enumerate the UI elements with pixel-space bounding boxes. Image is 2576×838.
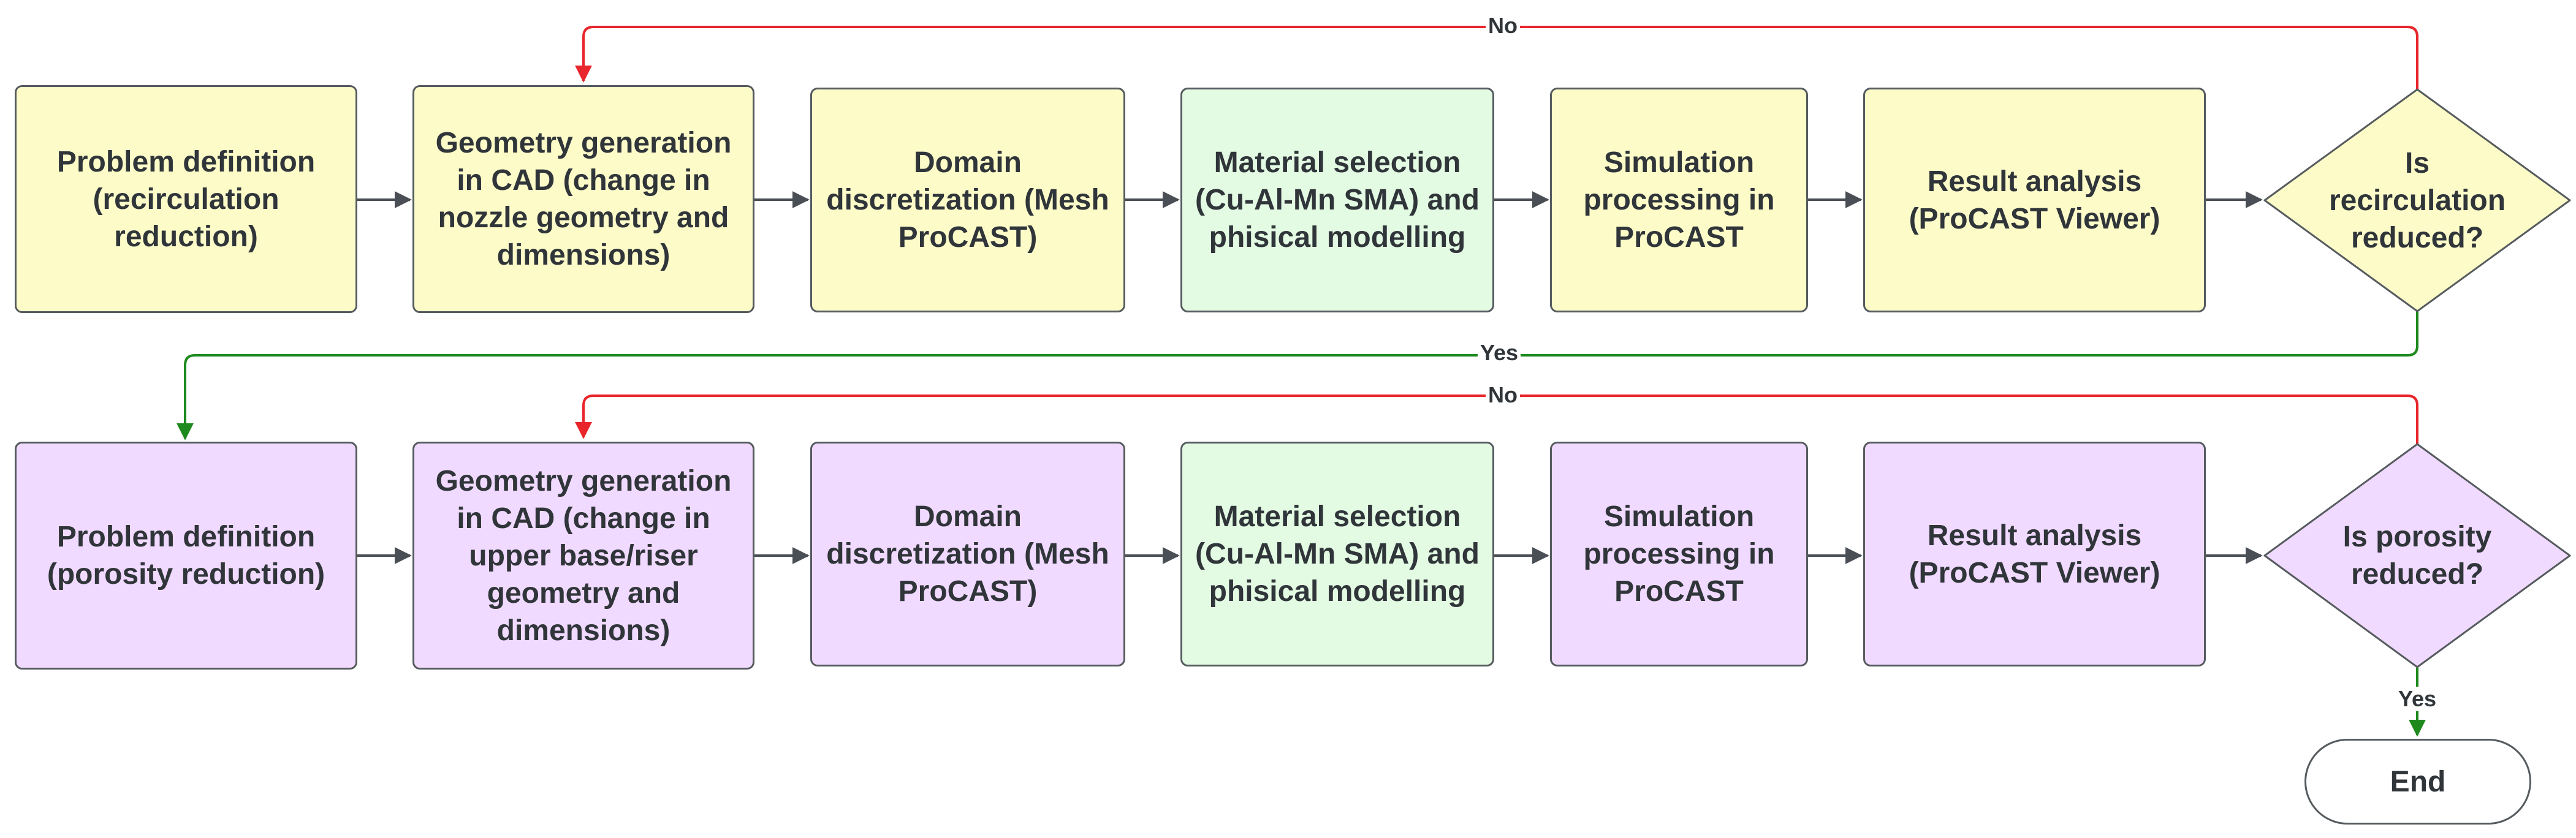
edge-label-r2-no: No: [1486, 383, 1520, 407]
node-r1-result-analysis: Result analysis (ProCAST Viewer): [1863, 88, 2206, 312]
node-r2-result-analysis: Result analysis (ProCAST Viewer): [1863, 442, 2206, 666]
edge-label-r1-no: No: [1486, 13, 1520, 38]
edge-label-r2-yes: Yes: [2395, 687, 2439, 711]
decision-label-recirculation: Is recirculation reduced?: [2328, 146, 2506, 254]
node-r2-problem-definition: Problem definition (porosity reduction): [15, 442, 357, 670]
decision-diamond-porosity: [2263, 443, 2571, 668]
node-r1-material-selection: Material selection (Cu-Al-Mn SMA) and ph…: [1180, 88, 1494, 312]
node-end: End: [2304, 739, 2531, 825]
decision-label-porosity: Is porosity reduced?: [2342, 521, 2492, 591]
node-r2-simulation-processing: Simulation processing in ProCAST: [1550, 442, 1808, 666]
node-r1-simulation-processing: Simulation processing in ProCAST: [1550, 88, 1808, 312]
node-r1-domain-discretization: Domain discretization (Mesh ProCAST): [810, 88, 1125, 312]
node-r2-material-selection: Material selection (Cu-Al-Mn SMA) and ph…: [1180, 442, 1494, 666]
decision-diamond-recirculation: [2263, 88, 2571, 312]
node-r1-problem-definition: Problem definition (recirculation reduct…: [15, 85, 357, 313]
node-r2-domain-discretization: Domain discretization (Mesh ProCAST): [810, 442, 1125, 666]
arrow-r1-yes-to-row2: [177, 311, 2418, 440]
node-r2-geometry-generation: Geometry generation in CAD (change in up…: [412, 442, 754, 670]
node-r1-geometry-generation: Geometry generation in CAD (change in no…: [412, 85, 754, 313]
edge-label-r1-yes: Yes: [1477, 341, 1521, 365]
